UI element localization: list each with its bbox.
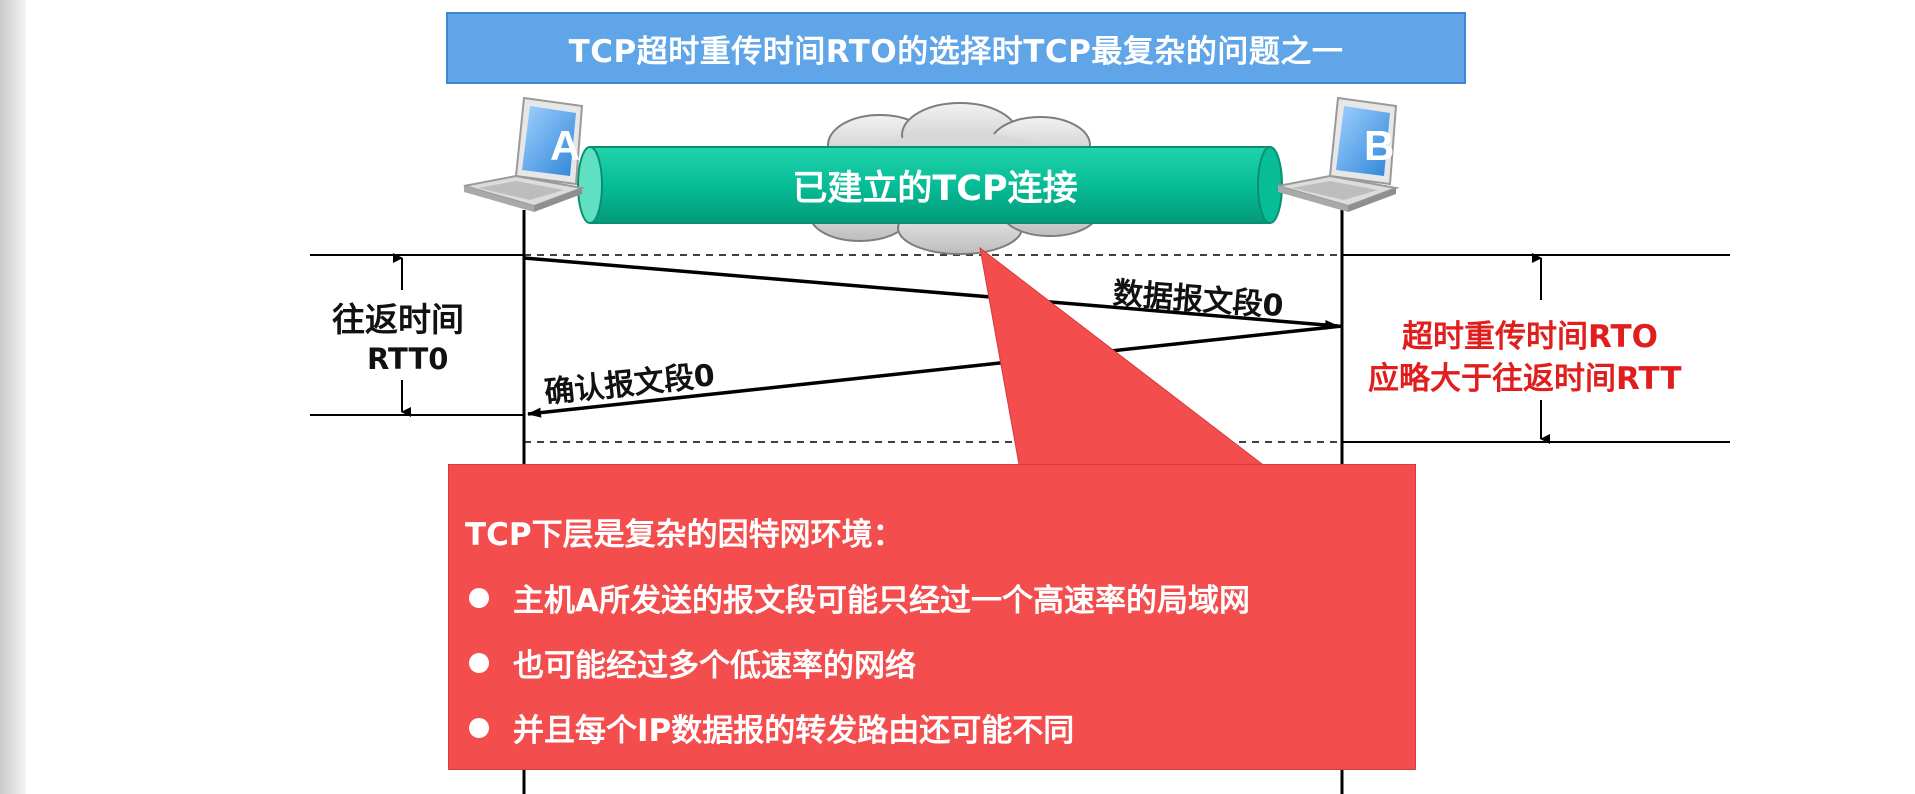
host-b-label: B: [1364, 122, 1394, 169]
rtt-label-line1: 往返时间: [332, 300, 464, 339]
slide-left-shadow: [0, 0, 26, 794]
page-title: TCP超时重传时间RTO的选择时TCP最复杂的问题之一: [446, 12, 1466, 84]
callout-bullet: 也可能经过多个低速率的网络: [465, 640, 916, 685]
laptop-b-icon: [1277, 96, 1400, 212]
data-segment-arrow: [523, 256, 1339, 330]
bullet-dot-icon: [469, 652, 489, 673]
ack-segment-arrow: [527, 324, 1343, 418]
callout-box: TCP下层是复杂的因特网环境： 主机A所发送的报文段可能只经过一个高速率的局域网…: [448, 464, 1416, 770]
callout-bullet-text: 主机A所发送的报文段可能只经过一个高速率的局域网: [513, 583, 1250, 619]
callout-bullet: 并且每个IP数据报的转发路由还可能不同: [465, 705, 1074, 750]
callout-bullet-text: 也可能经过多个低速率的网络: [513, 648, 916, 684]
rto-label-line1: 超时重传时间RTO: [1402, 319, 1658, 355]
callout-bullet: 主机A所发送的报文段可能只经过一个高速率的局域网: [465, 575, 1250, 620]
host-a-label: A: [550, 122, 580, 169]
callout-heading: TCP下层是复杂的因特网环境：: [465, 517, 904, 553]
bullet-dot-icon: [469, 587, 489, 608]
callout-bullet-text: 并且每个IP数据报的转发路由还可能不同: [513, 713, 1075, 749]
bullet-dot-icon: [469, 717, 489, 738]
tcp-connection-pipe: [577, 146, 1283, 224]
rtt-label-line2: RTT0: [367, 342, 449, 376]
connection-label: 已建立的TCP连接: [792, 169, 1078, 209]
rto-label-line2: 应略大于往返时间RTT: [1368, 361, 1682, 397]
laptop-a-icon: [463, 96, 586, 212]
page-title-text: TCP超时重传时间RTO的选择时TCP最复杂的问题之一: [568, 33, 1344, 70]
